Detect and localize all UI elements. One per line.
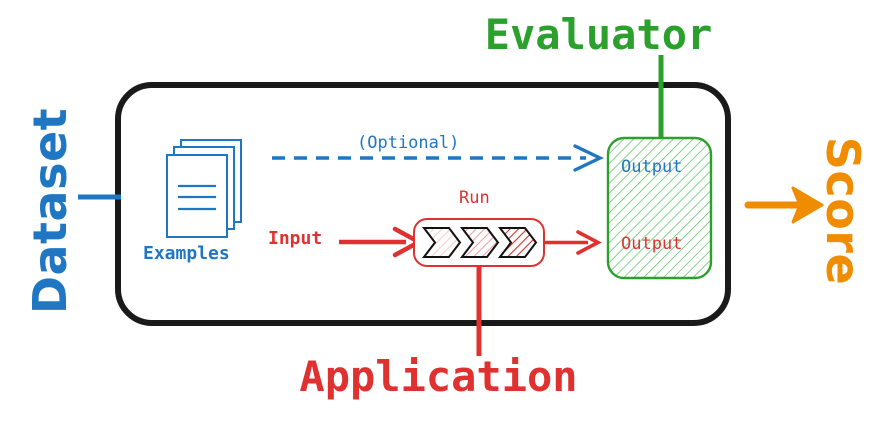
output-reference-label: Output	[621, 157, 683, 177]
optional-dashed-arrow	[272, 144, 604, 172]
output-box	[606, 136, 713, 280]
application-title: Application	[299, 352, 578, 401]
input-arrow	[339, 226, 424, 258]
score-arrow	[744, 186, 824, 224]
run-to-output-arrow	[545, 230, 602, 255]
output-actual-label: Output	[621, 234, 683, 254]
examples-label: Examples	[143, 243, 230, 264]
score-label-text: Score	[816, 136, 871, 285]
run-chevron-1	[421, 227, 462, 258]
examples-icon	[166, 139, 242, 238]
run-pipeline-box	[413, 218, 545, 267]
run-chevron-2	[459, 227, 500, 258]
run-label: Run	[459, 188, 490, 208]
evaluator-title: Evaluator	[484, 10, 713, 59]
experiment-container	[115, 82, 731, 326]
run-chevron-3	[497, 227, 538, 258]
dataset-label-text: Dataset	[23, 107, 78, 314]
optional-label: (Optional)	[357, 133, 460, 153]
input-label: Input	[268, 228, 323, 249]
